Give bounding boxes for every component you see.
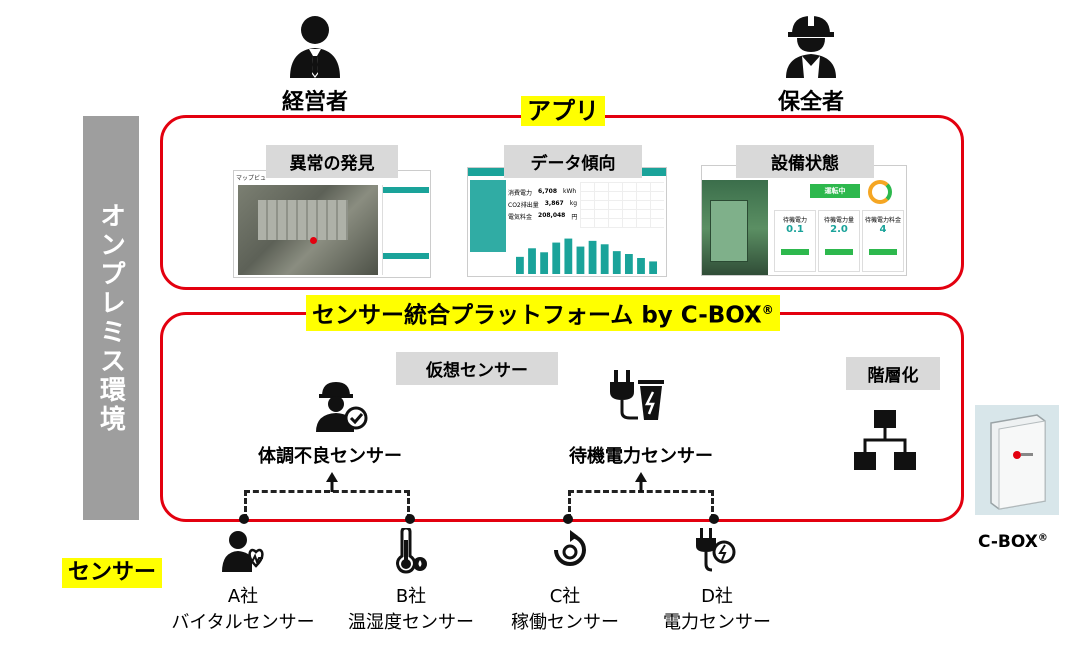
health-sensor-label: 体調不良センサー (258, 446, 402, 467)
standby-power-icon (608, 368, 668, 422)
cbox-label: C-BOX® (978, 532, 1048, 552)
on-premise-side-label: オンプレミス環境 (83, 116, 139, 520)
trend-bar (637, 258, 645, 274)
connector-right (568, 490, 714, 520)
power-sensor-icon (696, 528, 736, 572)
feature-equipment-status: 設備状態 (736, 145, 874, 178)
executive-label: 経営者 (281, 90, 348, 115)
trend-bar (612, 251, 621, 274)
aerial-map (238, 185, 378, 275)
trend-bar-chart (516, 238, 658, 274)
maintenance-label: 保全者 (777, 90, 844, 115)
standby-energy-panel: 待機電力量 2.0 (818, 210, 860, 272)
trend-bar (564, 238, 573, 274)
standby-power-panel: 待機電力 0.1 (774, 210, 816, 272)
standby-cost-panel: 待機電力料金 4 (862, 210, 904, 272)
trend-bar (624, 254, 633, 274)
trend-bar (540, 252, 549, 274)
trend-bar (576, 246, 585, 274)
trend-bar (528, 248, 536, 274)
virtual-sensor-tag: 仮想センサー (396, 352, 558, 385)
connector-dot-a (239, 514, 249, 524)
map-side-panel (382, 185, 429, 275)
vital-sensor-icon (222, 530, 268, 572)
map-view-screenshot: マップビュー (233, 170, 431, 278)
hierarchy-icon (852, 408, 918, 474)
connector-left (244, 490, 410, 520)
connector-dot-c (563, 514, 573, 524)
standby-power-sensor-label: 待機電力センサー (569, 446, 713, 467)
connector-right-arrow (635, 472, 647, 492)
sensor-c: C社 稼働センサー (511, 586, 619, 633)
connector-left-arrow (326, 472, 338, 492)
map-view-title: マップビュー (236, 175, 273, 182)
cbox-device-image (975, 405, 1059, 515)
feature-data-trend: データ傾向 (504, 145, 642, 178)
status-badge: 運転中 (810, 184, 860, 198)
executive-icon (288, 12, 342, 78)
sensor-d: D社 電力センサー (663, 586, 771, 633)
temperature-humidity-icon (394, 526, 428, 574)
trend-bar (516, 256, 524, 274)
equipment-photo (702, 180, 768, 275)
trend-bar (552, 242, 561, 274)
trend-bar (588, 240, 597, 274)
donut-gauge (868, 180, 892, 204)
sensor-b: B社 温湿度センサー (348, 586, 474, 633)
connector-dot-b (405, 514, 415, 524)
platform-title: センサー統合プラットフォーム by C-BOX® (306, 295, 780, 331)
maintenance-worker-icon (782, 12, 840, 78)
alert-marker (310, 237, 317, 244)
app-title: アプリ (521, 96, 605, 126)
connector-dot-d (709, 514, 719, 524)
health-sensor-icon (312, 380, 370, 432)
sensor-a: A社 バイタルセンサー (171, 586, 315, 633)
equipment-status-screenshot: 運転中 待機電力 0.1 待機電力量 2.0 待機電力料金 4 (701, 165, 907, 276)
hierarchy-tag: 階層化 (846, 357, 940, 390)
feature-anomaly-detection: 異常の発見 (266, 145, 398, 178)
sensor-heading: センサー (62, 558, 163, 588)
operation-sensor-icon (550, 530, 590, 572)
trend-bar (649, 261, 658, 274)
trend-bar (600, 244, 609, 274)
